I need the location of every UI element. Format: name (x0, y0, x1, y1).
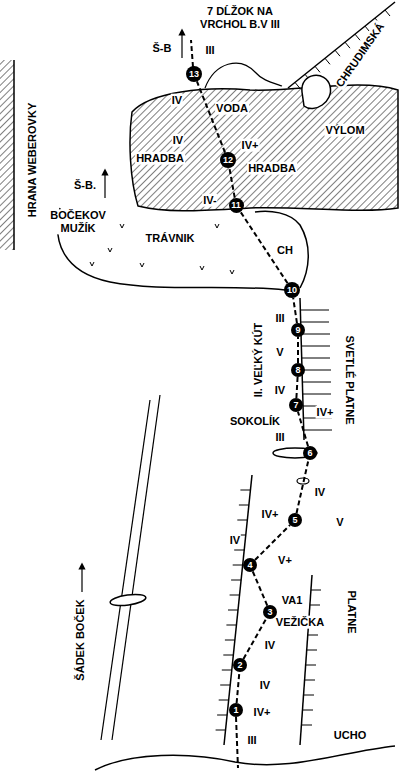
ridge-line (101, 400, 150, 740)
map-label: IV (314, 486, 326, 499)
map-label: III (246, 734, 257, 747)
map-label: III (274, 431, 285, 444)
map-label: IV+ (253, 706, 272, 719)
cliff-hatch (130, 85, 398, 211)
map-label: III (274, 312, 285, 325)
wall-ticks (302, 590, 321, 725)
ground-line (95, 746, 395, 770)
pitch-number-circle: 8 (291, 363, 305, 377)
edge-hatch (0, 60, 14, 250)
map-label: IV (264, 639, 276, 652)
route-line (253, 571, 268, 605)
pitch-number-circle: 1 (229, 703, 243, 717)
map-label: CH (276, 244, 294, 257)
map-label: VODA (215, 102, 249, 115)
map-label: HRADBA (135, 152, 185, 165)
meadow-outline (255, 211, 308, 288)
hill-outline (205, 63, 282, 88)
map-label: VA1 (281, 594, 304, 607)
callout-number: 2 (237, 661, 242, 670)
pitch-number-circle: 7 (289, 398, 303, 412)
grass-marks (90, 224, 234, 274)
callout-number: 11 (231, 201, 241, 210)
ridge-line (112, 395, 160, 740)
pitch-number-circle: 6 (303, 446, 317, 460)
map-label: III (204, 44, 215, 57)
edge-line (13, 60, 15, 250)
callout-number: 4 (247, 561, 252, 570)
map-label: V+ (277, 554, 293, 567)
break-loop (302, 75, 331, 108)
map-label: CHRUDIMSKÁ (333, 20, 388, 90)
route-line (229, 168, 234, 198)
callout-number: 9 (295, 326, 300, 335)
route-line (197, 81, 225, 152)
route-line (191, 40, 193, 67)
map-label: TRÁVNIK (145, 232, 196, 245)
map-label: IV (229, 534, 241, 547)
callout-number: 6 (307, 449, 312, 458)
callout-number: 8 (295, 366, 300, 375)
map-label: V (275, 346, 284, 359)
map-label: IV (171, 94, 183, 107)
map-label: IV (274, 384, 286, 397)
pitch-number-circle: 9 (291, 323, 305, 337)
map-label: SVETLÉ PLATNE (344, 334, 357, 425)
map-label: HRANA WEBEROVKY (26, 102, 39, 219)
map-label: 7 DĹŽOK NA VRCHOL B.V III (187, 5, 294, 30)
callout-number: 13 (189, 70, 199, 79)
callout-number: 3 (267, 608, 272, 617)
map-label: IV (172, 134, 184, 147)
pitch-number-circle: 12 (220, 152, 236, 168)
callout-number: 5 (292, 516, 297, 525)
pitch-number-circle: 2 (233, 658, 247, 672)
map-label: BOČEKOV MUŽÍK (46, 209, 110, 234)
pitch-number-circle: 4 (243, 558, 257, 572)
map-label: IV (259, 679, 271, 692)
map-label: VEŽIČKA (275, 616, 325, 629)
route-line (298, 412, 308, 447)
route-line (297, 337, 299, 363)
route-line (297, 460, 309, 513)
pitch-number-circle: 13 (186, 66, 202, 82)
ledge (273, 448, 317, 458)
direction-arrow (104, 172, 105, 198)
map-label: SOKOLÍK (229, 415, 281, 428)
map-label: V (335, 516, 344, 529)
route-line (237, 672, 240, 703)
route-line (296, 377, 297, 398)
pitch-number-circle: 10 (284, 282, 300, 298)
callout-number: 1 (233, 706, 238, 715)
map-label: ŠÁDEK BOČEK (74, 598, 87, 681)
map-label: Š-B. (73, 179, 97, 192)
map-label: IV+ (261, 508, 280, 521)
route-line (293, 298, 297, 323)
pitch-number-circle: 5 (288, 513, 302, 527)
wall-ticks (216, 490, 251, 730)
map-label: IV+ (241, 139, 260, 152)
map-label: II. VEĽKÝ KÚT (252, 322, 265, 399)
callout-number: 7 (293, 401, 298, 410)
direction-arrow (181, 32, 182, 58)
map-label: IV+ (316, 406, 335, 419)
route-line (236, 717, 238, 768)
direction-arrow (81, 566, 82, 592)
callout-number: 12 (223, 156, 233, 165)
pitch-number-circle: 11 (229, 198, 244, 213)
map-label: UCHO (333, 729, 367, 742)
map-label: PLATNE (346, 589, 359, 634)
pitch-number-circle: 3 (263, 605, 277, 619)
map-label: VÝLOM (324, 124, 365, 137)
map-label: HRADBA (247, 162, 297, 175)
map-label: IV- (202, 194, 217, 207)
ledge (109, 593, 146, 608)
callout-number: 10 (287, 286, 297, 295)
map-label: Š-B (152, 42, 173, 55)
